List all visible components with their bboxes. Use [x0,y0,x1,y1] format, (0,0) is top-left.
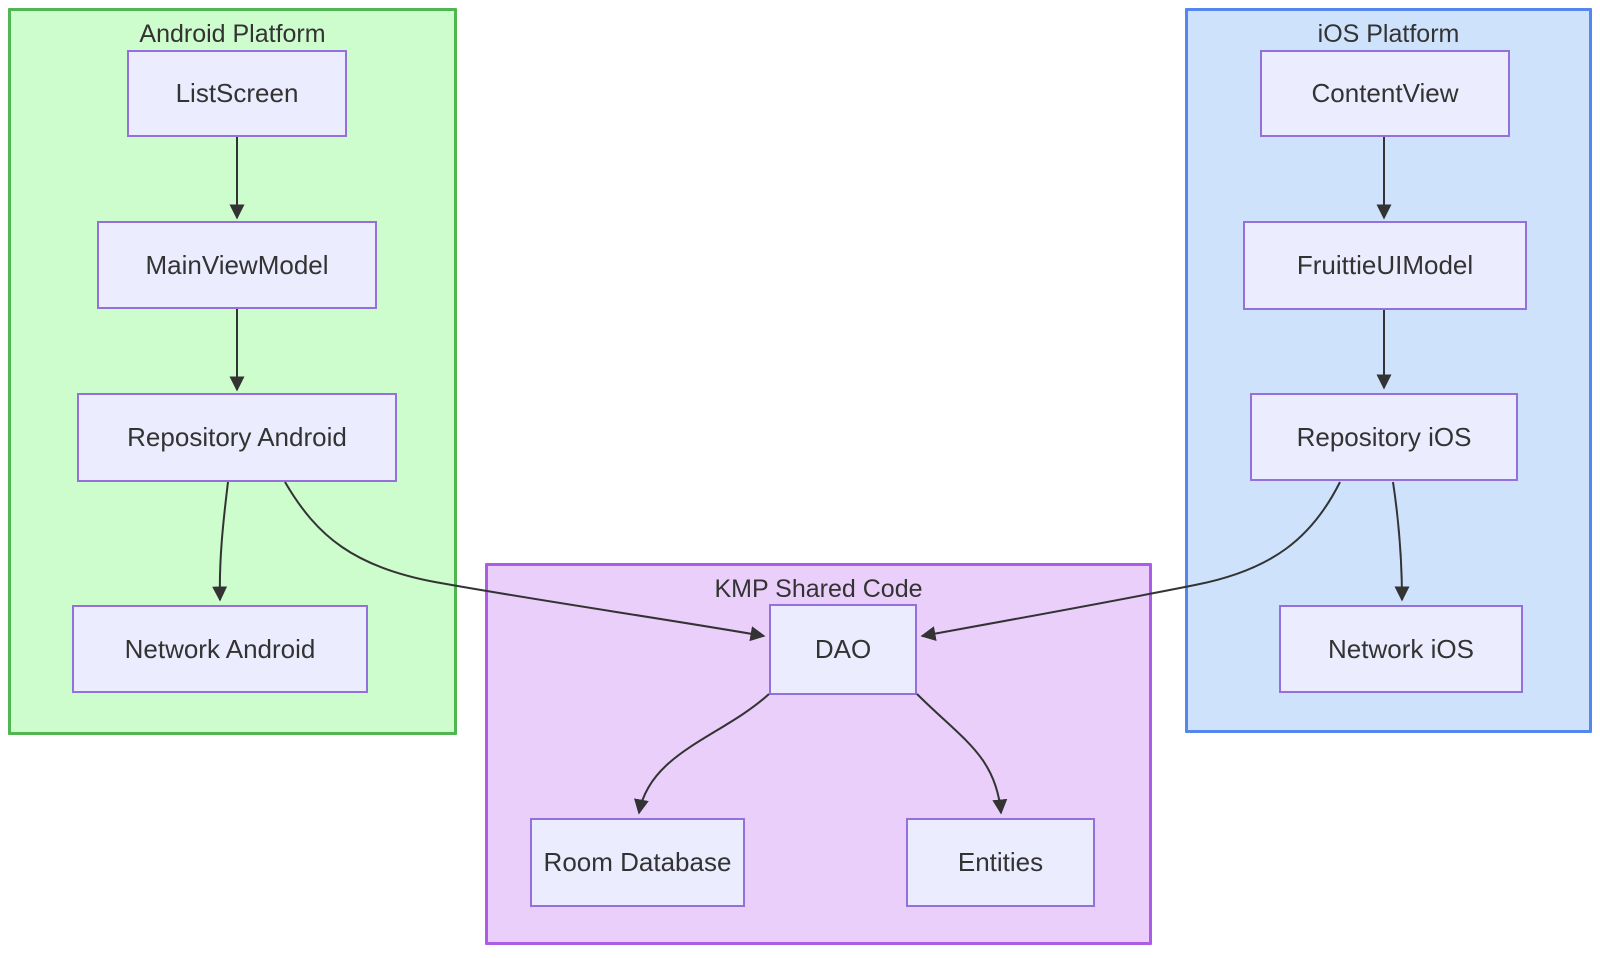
node-network-ios: Network iOS [1279,605,1523,693]
node-network-android: Network Android [72,605,368,693]
node-label-listscreen: ListScreen [175,78,299,108]
node-label-network-android: Network Android [124,633,316,664]
node-label-mainviewmodel: MainViewModel [145,249,329,280]
node-entities: Entities [906,818,1095,907]
node-listscreen: ListScreen [127,50,347,137]
cluster-title-android-platform: Android Platform [139,20,326,48]
cluster-title-kmp-shared-code: KMP Shared Code [714,575,923,603]
node-repository-android: Repository Android [77,393,397,482]
node-fruittieuimodel: FruittieUIModel [1243,221,1527,310]
node-label-contentview: ContentView [1311,78,1459,108]
node-label-repository-ios: Repository iOS [1296,421,1472,452]
node-room-database: Room Database [530,818,745,907]
node-mainviewmodel: MainViewModel [97,221,377,309]
node-repository-ios: Repository iOS [1250,393,1518,481]
node-label-dao: DAO [814,634,872,664]
cluster-title-ios-platform: iOS Platform [1317,20,1460,48]
node-label-fruittieuimodel: FruittieUIModel [1296,250,1474,280]
node-label-entities: Entities [957,847,1044,877]
node-label-repository-android: Repository Android [127,422,347,452]
node-contentview: ContentView [1260,50,1510,137]
node-label-network-ios: Network iOS [1328,633,1474,664]
node-label-room-database: Room Database [543,847,732,877]
node-dao: DAO [769,604,917,695]
